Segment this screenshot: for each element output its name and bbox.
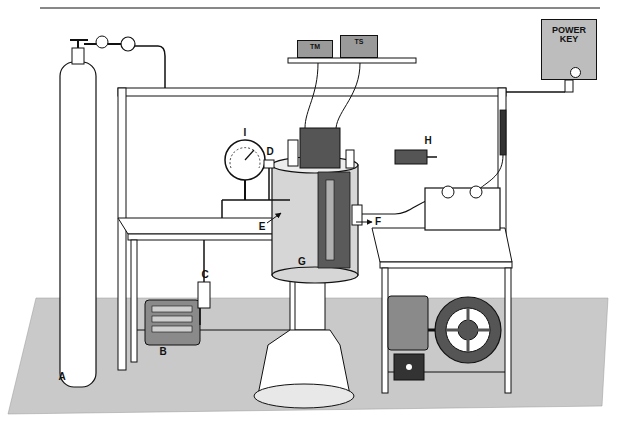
power-lamp xyxy=(570,67,581,78)
flywheel-rim xyxy=(446,308,490,352)
thermometer xyxy=(500,110,506,155)
flywheel-spoke xyxy=(467,308,470,352)
temperature-meter: TM xyxy=(297,40,333,58)
valve-pipe xyxy=(268,168,270,200)
gauge-needle xyxy=(245,150,254,160)
gauge-stem xyxy=(244,180,246,200)
table-leg xyxy=(382,268,388,393)
motor-head xyxy=(300,128,340,168)
callout-letter: F xyxy=(375,217,381,227)
flask xyxy=(470,186,482,198)
fitting xyxy=(288,140,298,166)
regulator-gauge xyxy=(121,37,135,51)
wire xyxy=(336,63,360,128)
controller-knob xyxy=(427,156,437,158)
top-rule xyxy=(40,8,600,9)
pump-fin xyxy=(152,316,192,322)
fitting xyxy=(346,150,354,168)
callout-letter: H xyxy=(424,136,431,146)
stirrer-shaft xyxy=(326,180,334,260)
wire xyxy=(478,155,503,190)
callout-letter: I xyxy=(244,128,247,138)
pipe xyxy=(199,308,201,325)
table-leg xyxy=(505,268,511,393)
right-table-top xyxy=(372,228,512,262)
vessel-bottom xyxy=(272,267,358,283)
callout-letter: G xyxy=(298,257,306,267)
pedestal-base xyxy=(254,384,354,408)
power-cable xyxy=(506,91,565,93)
wire xyxy=(305,63,318,128)
pump-base xyxy=(394,354,424,380)
vessel-cutaway xyxy=(318,172,350,268)
flask xyxy=(442,186,454,198)
cooling-bath xyxy=(425,188,500,230)
node-label: TS xyxy=(355,38,364,45)
node-label: TM xyxy=(310,43,320,50)
pump-indicator xyxy=(406,364,412,370)
right-table-rim xyxy=(380,262,512,268)
vessel xyxy=(272,165,358,275)
valve xyxy=(264,160,274,168)
temperature-sensor-box: TS xyxy=(340,35,378,58)
power-stand xyxy=(565,80,573,92)
controller xyxy=(395,150,427,164)
pump xyxy=(145,300,200,345)
gauge-scale xyxy=(230,148,260,168)
callout-letter: C xyxy=(201,270,208,280)
leader-arrow xyxy=(267,213,281,223)
callout-letter: B xyxy=(159,347,166,357)
circulation-pump xyxy=(388,296,428,350)
pump-fin xyxy=(152,306,192,312)
regulator xyxy=(96,36,108,48)
power-key-box: POWER KEY xyxy=(541,19,597,80)
frame-top-bar xyxy=(118,88,506,96)
callout-letter: E xyxy=(259,222,266,232)
callout-letter: D xyxy=(266,147,273,157)
table-leg xyxy=(131,240,137,362)
gas-cylinder xyxy=(60,62,96,387)
node-label: POWER KEY xyxy=(542,26,596,45)
flywheel xyxy=(435,297,501,363)
instrument-shelf xyxy=(288,58,416,63)
cylinder-valve-stem xyxy=(77,40,79,48)
filter xyxy=(198,282,210,308)
gas-hose xyxy=(135,46,165,88)
cylinder-neck xyxy=(72,48,84,64)
callout-letter: A xyxy=(58,372,65,382)
gas-line xyxy=(221,200,223,218)
leader-arrow xyxy=(356,222,372,223)
pump-fin xyxy=(152,326,192,332)
gas-line xyxy=(222,199,290,201)
pressure-gauge xyxy=(225,140,265,180)
